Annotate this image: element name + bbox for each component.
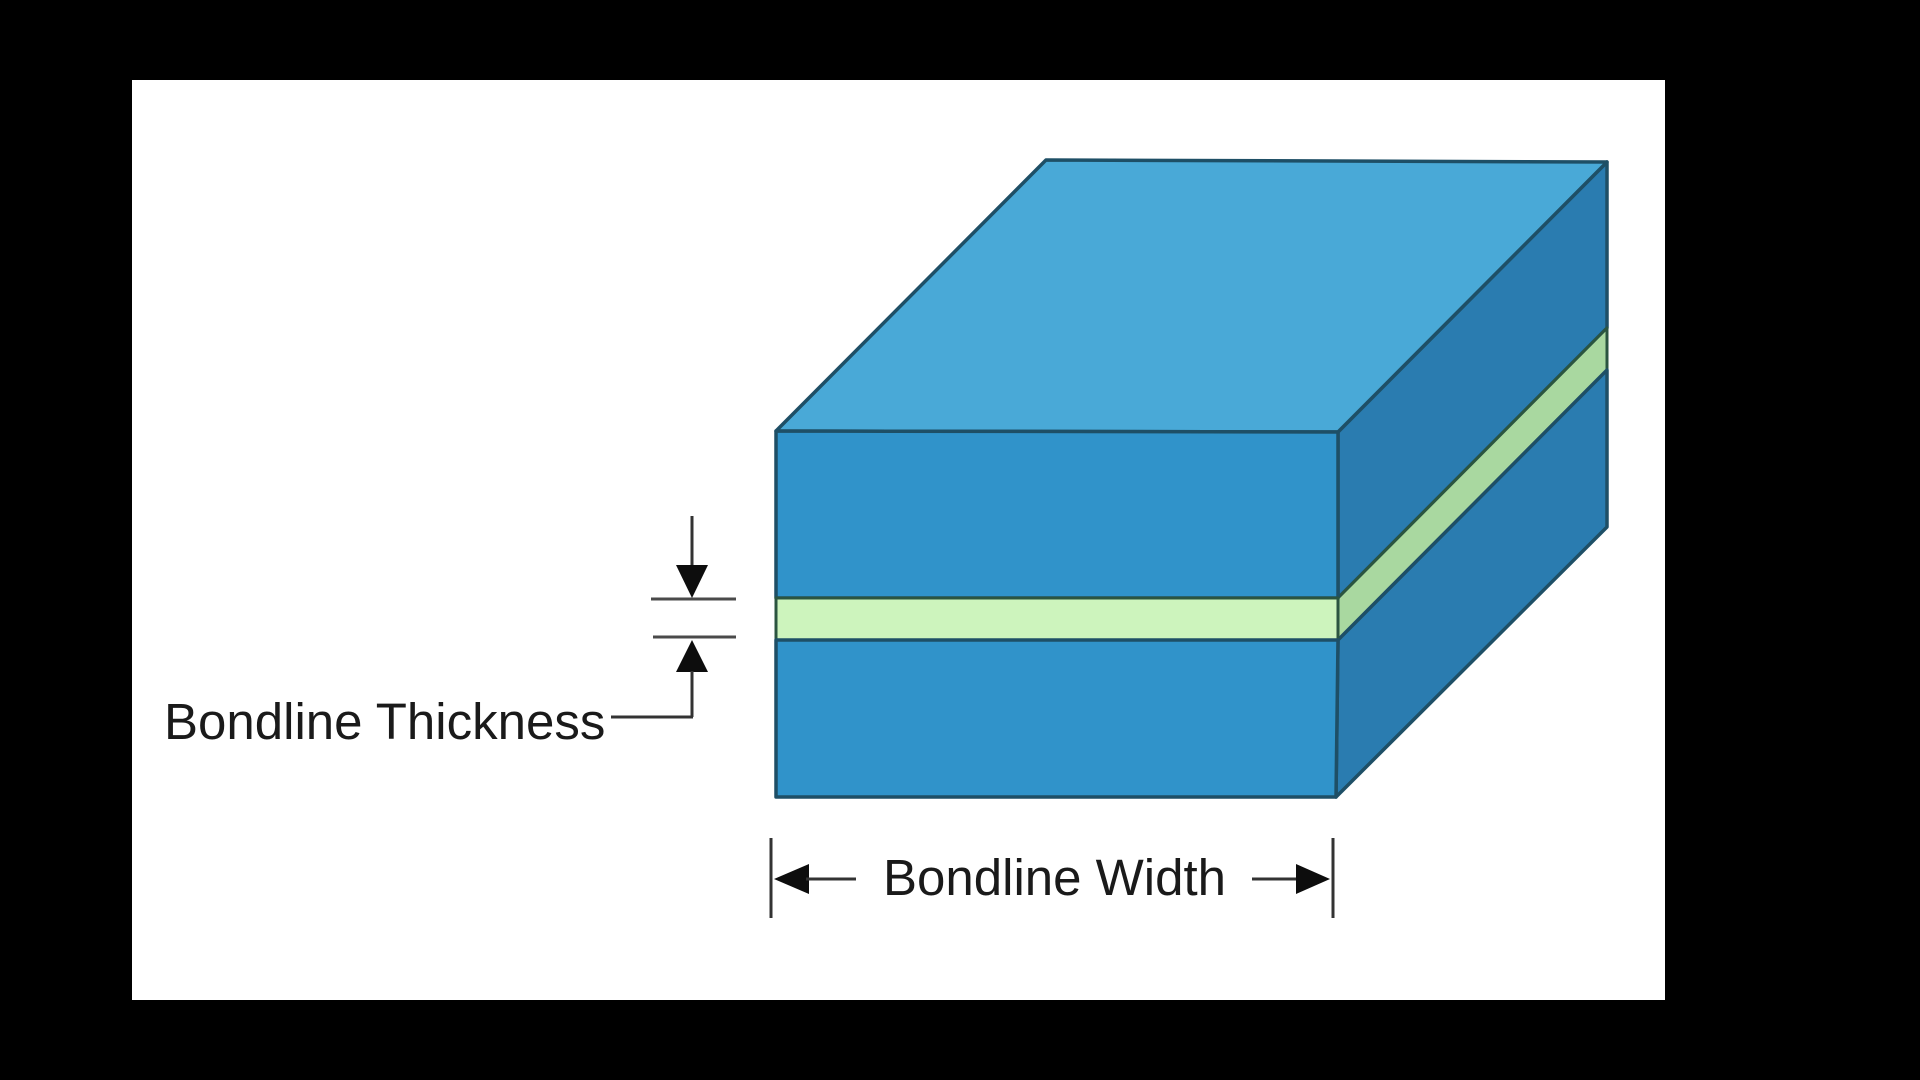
- bondline-front-face: [774, 596, 1340, 642]
- bondline-width-label: Bondline Width: [883, 849, 1227, 906]
- bondline-thickness-label: Bondline Thickness: [164, 693, 606, 750]
- thickness-arrow-down-icon: [676, 565, 708, 598]
- thickness-arrow-up-icon: [676, 640, 708, 672]
- top-block-front-face: [774, 429, 1340, 600]
- bottom-block-front-face: [774, 638, 1340, 799]
- width-arrow-left-icon: [774, 864, 809, 894]
- width-arrow-right-icon: [1296, 864, 1330, 894]
